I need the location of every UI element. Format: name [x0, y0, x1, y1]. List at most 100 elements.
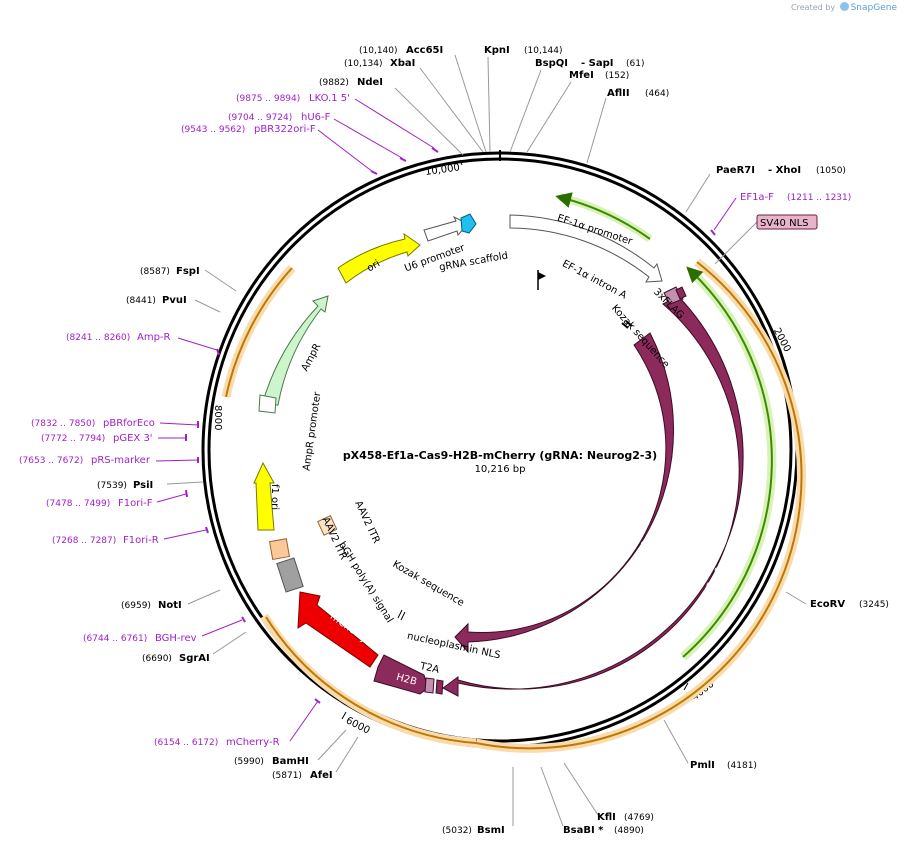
mcherry-arrow — [297, 591, 379, 668]
primer-label-ampr: (8241 .. 8260)Amp-R — [66, 332, 171, 343]
svg-text:(9704 .. 9724): (9704 .. 9724) — [228, 113, 292, 123]
ampr-promoter-label: AmpR promoter — [301, 390, 323, 471]
svg-text:EcoRV: EcoRV — [810, 599, 845, 610]
site-label-ndei: (9882)NdeI — [319, 77, 383, 88]
site-label-xbai: (10,134)XbaI — [344, 58, 415, 69]
primer-label-f1orif: (7478 .. 7499)F1ori-F — [46, 498, 153, 509]
svg-text:XbaI: XbaI — [390, 58, 415, 69]
site-label-acc65i: (10,140)Acc65I — [359, 45, 443, 56]
svg-text:(1211 .. 1231): (1211 .. 1231) — [787, 193, 851, 203]
svg-text:pBR322ori-F: pBR322ori-F — [254, 124, 316, 135]
cas9-inner-arrow — [454, 332, 674, 654]
svg-text:PsiI: PsiI — [133, 480, 153, 491]
svg-text:mCherry-R: mCherry-R — [226, 737, 280, 748]
svg-text:(10,140): (10,140) — [359, 46, 398, 56]
grna-scaffold-feature — [460, 213, 477, 234]
site-label-bsmi: (5032)BsmI — [442, 825, 505, 836]
svg-text:BGH-rev: BGH-rev — [155, 633, 197, 644]
svg-text:KflI: KflI — [597, 812, 616, 823]
orf-green-top-line — [555, 192, 651, 240]
svg-text:(7653 .. 7672): (7653 .. 7672) — [19, 456, 83, 466]
site-label-bamhi: (5990)BamHI — [234, 756, 309, 767]
cas9-outer-arrow — [442, 295, 744, 697]
tick-10000: 10,000 — [424, 159, 463, 178]
site-label-ecorv: EcoRV(3245) — [810, 599, 889, 610]
sv40-nls-box: SV40 NLS — [756, 214, 818, 230]
snapgene-watermark: Created by SnapGene — [791, 2, 897, 13]
svg-text:(152): (152) — [605, 71, 629, 81]
ampr-promoter-feature — [258, 394, 277, 414]
svg-text:(6154 .. 6172): (6154 .. 6172) — [154, 738, 218, 748]
site-leaders — [166, 54, 807, 827]
svg-text:BamHI: BamHI — [272, 756, 309, 767]
svg-text:BspQI: BspQI — [535, 58, 568, 69]
site-label-fspi: (8587)FspI — [140, 266, 200, 277]
svg-text:AfeI: AfeI — [310, 770, 333, 781]
svg-text:AflII: AflII — [607, 88, 630, 99]
svg-text:pRS-marker: pRS-marker — [91, 455, 151, 466]
svg-text:(61): (61) — [626, 59, 644, 69]
site-label-bsabi: BsaBI *(4890) — [563, 825, 644, 836]
svg-text:(8587): (8587) — [140, 267, 170, 277]
primer-label-pgex3: (7772 .. 7794) pGEX 3' — [41, 433, 153, 444]
aav2-itr-feature-2 — [317, 515, 338, 536]
svg-text:SgrAI: SgrAI — [179, 653, 210, 664]
site-label-mfei: MfeI (152) — [569, 70, 629, 81]
ampr-label: AmpR — [300, 342, 324, 374]
site-label-sgrai: (6690)SgrAI — [142, 653, 210, 664]
svg-text:hU6-F: hU6-F — [301, 112, 331, 123]
orf-orange-bottom — [260, 613, 477, 748]
svg-text:- SapI: - SapI — [581, 58, 613, 69]
svg-text:(7772 .. 7794): (7772 .. 7794) — [41, 434, 105, 444]
site-label-pvui: (8441)PvuI — [126, 295, 187, 306]
site-label-kfli: KflI (4769) — [597, 812, 654, 823]
primer-label-lko1: (9875 .. 9894)LKO.1 5' — [236, 93, 350, 104]
svg-text:10,000: 10,000 — [424, 162, 460, 178]
watermark-brand: SnapGene — [850, 3, 897, 13]
svg-text:- XhoI: - XhoI — [768, 165, 801, 176]
svg-text:(7539): (7539) — [97, 481, 127, 491]
svg-text:SV40 NLS: SV40 NLS — [760, 218, 809, 229]
svg-text:NotI: NotI — [158, 600, 182, 611]
svg-text:F1ori-F: F1ori-F — [118, 498, 153, 509]
site-label-psii: (7539) PsiI — [97, 480, 153, 491]
bgh-polya-feature — [276, 557, 304, 593]
svg-text:(7832 .. 7850): (7832 .. 7850) — [31, 419, 95, 429]
svg-text:8000: 8000 — [212, 405, 223, 430]
svg-text:MfeI: MfeI — [569, 70, 594, 81]
t2a-feature — [424, 677, 435, 694]
plasmid-length: 10,216 bp — [475, 464, 526, 475]
site-label-afei: (5871)AfeI — [272, 770, 333, 781]
svg-text:F1ori-R: F1ori-R — [123, 535, 159, 546]
h2b-label: H2B — [395, 672, 418, 688]
svg-text:PaeR7I: PaeR7I — [716, 165, 755, 176]
kozak1-mark — [621, 320, 633, 329]
primer-label-f1orir: (7268 .. 7287)F1ori-R — [52, 535, 159, 546]
orf-orange-left-line — [225, 267, 293, 398]
svg-text:(1050): (1050) — [816, 166, 846, 176]
svg-text:(9882): (9882) — [319, 78, 349, 88]
primer-leaders — [155, 98, 737, 742]
svg-text:(4769): (4769) — [624, 813, 654, 823]
site-label-aflii: AflII (464) — [607, 88, 669, 99]
kozak2-label: Kozak sequence — [390, 559, 465, 609]
svg-text:pGEX 3': pGEX 3' — [113, 433, 153, 444]
nucleoplasmin-nls-feature — [435, 679, 444, 695]
site-label-bspqi: BspQI - SapI (61) — [535, 58, 644, 69]
orf-orange-right-line — [475, 261, 803, 750]
svg-text:BsmI: BsmI — [477, 825, 505, 836]
svg-text:6000: 6000 — [344, 715, 372, 736]
aav2-itr-label-1: AAV2 ITR — [352, 499, 381, 545]
svg-text:pBRforEco: pBRforEco — [103, 418, 155, 429]
primer-label-prsmarker: (7653 .. 7672) pRS-marker — [19, 455, 151, 466]
primer-marks — [185, 147, 716, 704]
svg-text:Amp-R: Amp-R — [137, 332, 171, 343]
ef1a-promoter-arrow — [509, 214, 663, 283]
orf-green-right-line — [682, 266, 773, 658]
bgh-polya-label: bGH poly(A) signal — [336, 540, 395, 625]
kozak1-label: Kozak sequence — [609, 303, 671, 370]
f1-ori-arrow — [253, 461, 275, 531]
svg-text:(10,144): (10,144) — [524, 46, 563, 56]
svg-text:(464): (464) — [645, 89, 669, 99]
